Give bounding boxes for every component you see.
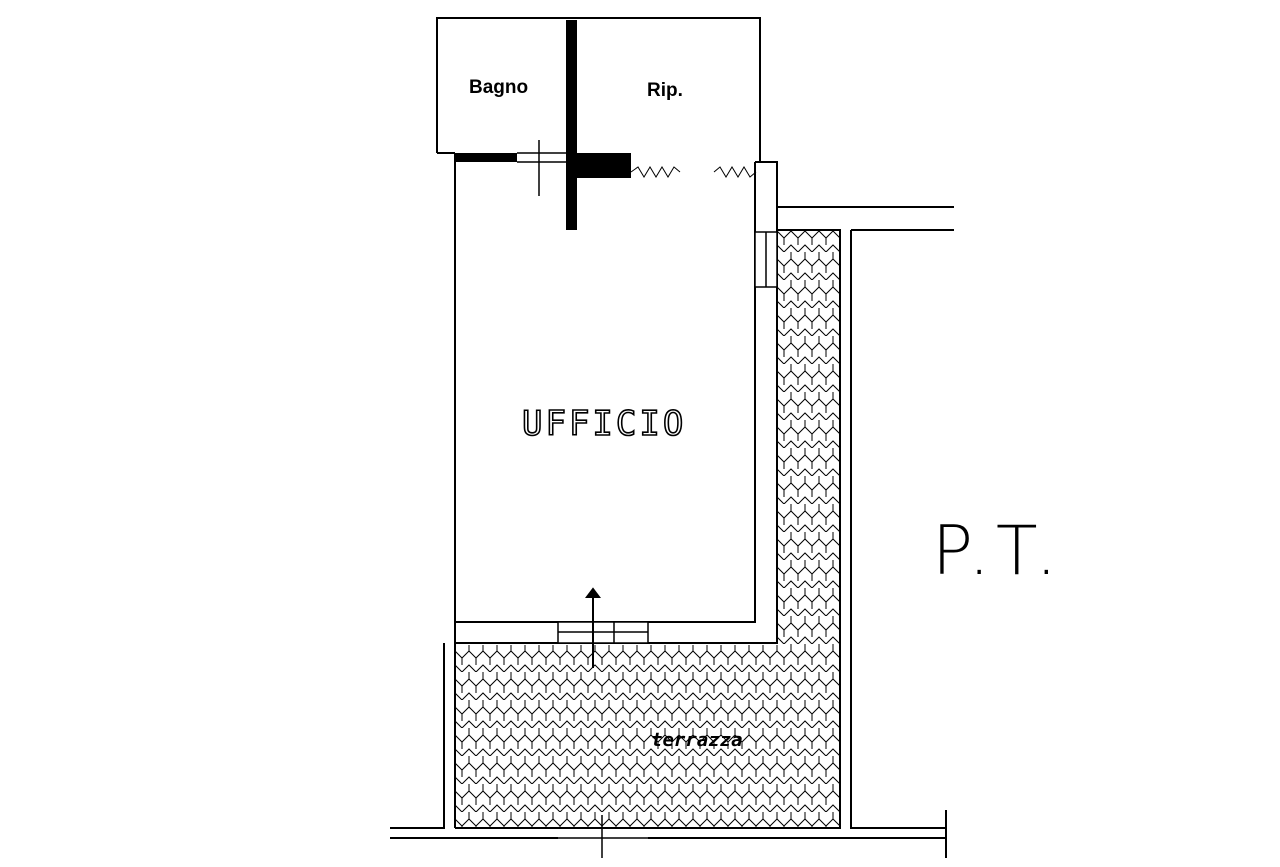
bathroom-wall <box>455 153 517 162</box>
terrace-paving <box>455 230 840 828</box>
terrace-gate <box>558 815 648 858</box>
entrance-arrow <box>585 587 601 668</box>
side-window <box>754 231 778 288</box>
office-entrance-door <box>557 621 649 644</box>
floor-label: P.T. <box>932 512 1063 591</box>
thick-wall-block <box>577 153 631 178</box>
bathroom-door <box>517 140 566 196</box>
upper-rooms <box>436 17 761 162</box>
room-label-terrazza: terrazza <box>651 729 743 751</box>
room-label-ripostiglio: Rip. <box>647 80 683 101</box>
room-label-bagno: Bagno <box>469 77 528 98</box>
office-walls <box>454 153 778 644</box>
partition-wall <box>566 20 577 230</box>
opening-breakline <box>630 166 757 178</box>
terrace-boundary <box>390 206 954 858</box>
room-label-ufficio: UFFICIO <box>522 404 686 444</box>
